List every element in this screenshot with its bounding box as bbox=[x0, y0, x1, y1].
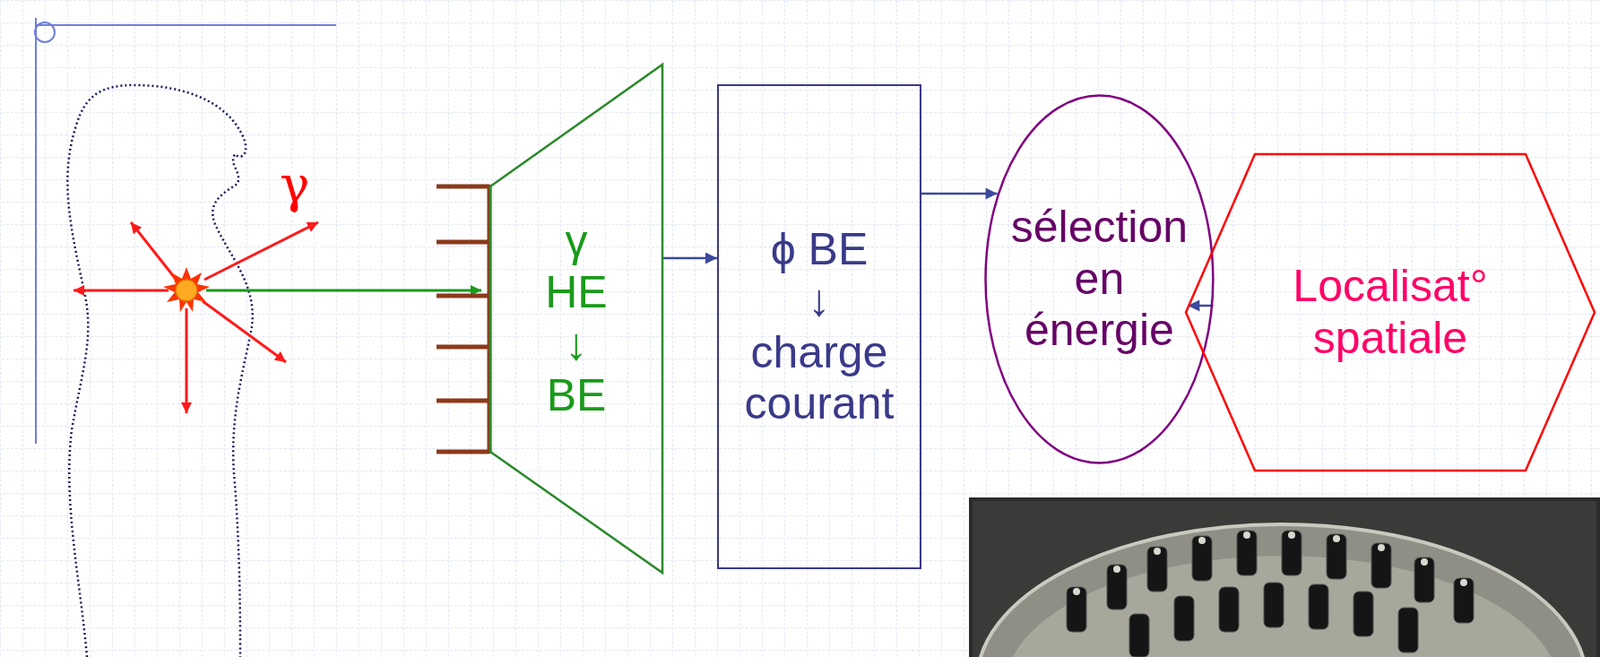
node-text: ↓ bbox=[808, 275, 831, 328]
detected-ray bbox=[206, 289, 482, 293]
node-text: ϕ BE bbox=[770, 224, 869, 277]
photomultiplier-box: ϕ BE↓charge courant bbox=[717, 84, 922, 570]
localisation-hexagon: Localisat° spatiale bbox=[1184, 153, 1596, 472]
node-outline-path bbox=[1185, 154, 1595, 471]
radioactive-source bbox=[163, 267, 210, 312]
node-text: γ HE ↓ BE bbox=[544, 216, 607, 423]
node-outline-path bbox=[490, 64, 663, 573]
photomultiplier-photo bbox=[968, 497, 1600, 657]
energy-selection-ellipse: sélection en énergie bbox=[984, 94, 1215, 465]
flow-arrow bbox=[921, 192, 998, 196]
collimator bbox=[436, 184, 490, 454]
node-text: charge courant bbox=[744, 327, 895, 431]
body-outline bbox=[67, 85, 252, 657]
node-text: Localisat° spatiale bbox=[1292, 260, 1488, 364]
gamma-rays bbox=[73, 222, 319, 414]
flow-arrow bbox=[1187, 304, 1213, 308]
gamma-label: γ bbox=[279, 159, 310, 210]
energy-converter-trapezoid: γ HE ↓ BE bbox=[489, 63, 664, 574]
flow-arrow bbox=[663, 257, 718, 260]
node-outline-path bbox=[985, 95, 1214, 464]
node-text: sélection en énergie bbox=[1011, 201, 1188, 357]
